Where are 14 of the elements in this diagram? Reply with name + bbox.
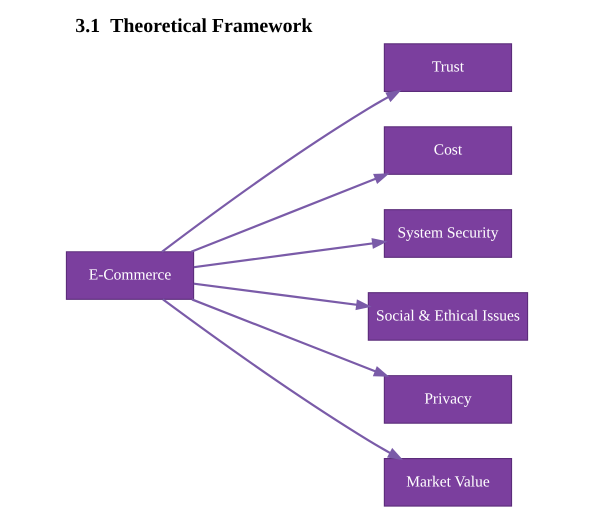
arrow bbox=[193, 238, 388, 268]
arrow bbox=[162, 298, 403, 460]
node-box: Cost bbox=[383, 126, 512, 175]
node-box: Social & Ethical Issues bbox=[367, 292, 528, 341]
node-box: Trust bbox=[383, 43, 512, 92]
arrow bbox=[193, 282, 372, 310]
node-box: Market Value bbox=[383, 458, 512, 507]
node-box: E-Commerce bbox=[65, 251, 194, 300]
node-box: System Security bbox=[383, 209, 512, 258]
arrow bbox=[191, 298, 389, 377]
node-box: Privacy bbox=[383, 375, 512, 424]
arrow bbox=[190, 173, 390, 253]
diagram-title: 3.1 Theoretical Framework bbox=[74, 15, 312, 38]
arrow bbox=[160, 90, 401, 253]
